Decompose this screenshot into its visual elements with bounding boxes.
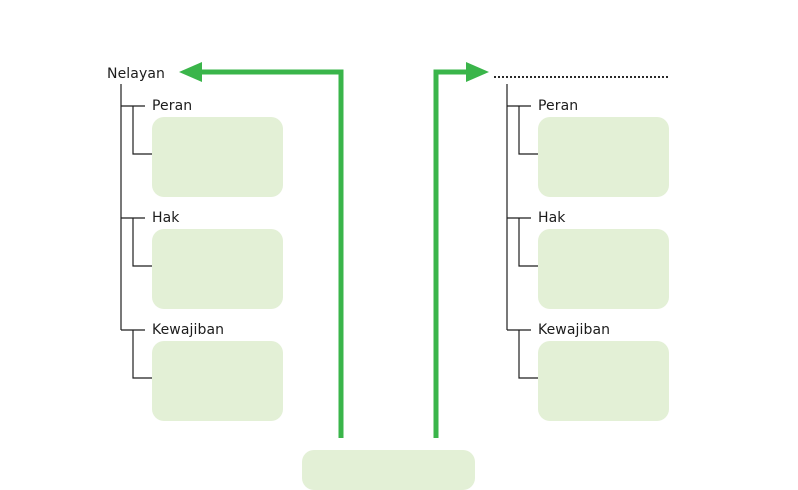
left-arrowhead	[179, 62, 202, 82]
right-tree-title-blank[interactable]	[494, 76, 668, 78]
right-answer-box-hak[interactable]	[538, 229, 669, 309]
right-branch-label-hak: Hak	[538, 210, 566, 226]
right-branch-label-kewajiban: Kewajiban	[538, 322, 611, 338]
green-arrows	[179, 62, 489, 438]
center-source-box[interactable]	[302, 450, 475, 490]
left-tree-title: Nelayan	[107, 66, 165, 82]
right-elbow-kewajiban	[518, 330, 538, 379]
left-branch-label-kewajiban: Kewajiban	[152, 322, 225, 338]
right-elbow-hak	[518, 218, 538, 267]
left-branch-label-hak: Hak	[152, 210, 180, 226]
left-tree-lines	[120, 84, 152, 379]
left-answer-box-peran[interactable]	[152, 117, 283, 197]
right-arrow-path	[433, 69, 472, 438]
right-elbow-peran	[518, 106, 538, 155]
right-arrowhead	[466, 62, 489, 82]
left-answer-box-hak[interactable]	[152, 229, 283, 309]
left-arrow-path	[196, 69, 344, 438]
left-elbow-hak	[132, 218, 152, 267]
left-elbow-kewajiban	[132, 330, 152, 379]
left-answer-box-kewajiban[interactable]	[152, 341, 283, 421]
right-tree-lines	[506, 84, 538, 379]
left-branch-label-peran: Peran	[152, 98, 193, 114]
right-answer-box-peran[interactable]	[538, 117, 669, 197]
connector-layer	[120, 62, 538, 438]
left-elbow-peran	[132, 106, 152, 155]
right-branch-label-peran: Peran	[538, 98, 579, 114]
diagram-canvas: Nelayan Peran Hak Kewajiban Peran Hak Ke…	[107, 62, 669, 490]
right-answer-box-kewajiban[interactable]	[538, 341, 669, 421]
